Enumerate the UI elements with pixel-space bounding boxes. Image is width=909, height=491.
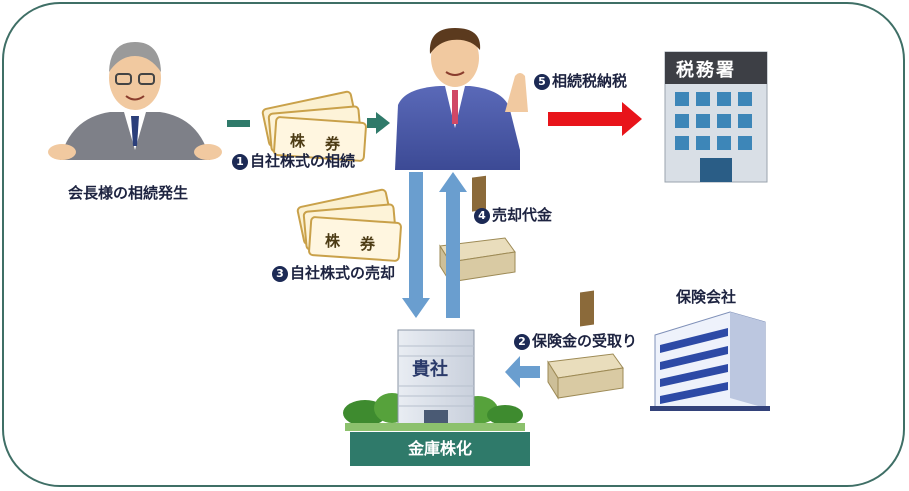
insurer-label: 保険会社 [676,288,737,306]
insurance-arrow [505,356,540,388]
heir-figure-icon [395,28,528,170]
sale-arrow-down [402,172,430,318]
tax-payment-arrow [548,102,642,136]
proceeds-arrow-up [439,172,467,318]
step3-badge: 3 [272,266,288,282]
step5-badge: 5 [534,74,550,90]
step2-badge: 2 [514,334,530,350]
stock-certificates-icon: 株 券 [296,188,402,262]
step4-badge: 4 [474,208,490,224]
treasury-stock-banner: 金庫株化 [350,432,530,466]
cash-bundle-icon [547,290,624,400]
company-sign: 貴社 [412,359,448,380]
chairman-figure-icon [48,42,222,160]
cert-char-ken: 券 [360,235,376,253]
cert-char-kabu: 株 [325,232,341,250]
step1-text: 自社株式の相続 [250,152,356,170]
step3-text: 自社株式の売却 [290,264,396,282]
company-building-icon [343,329,525,431]
inheritance-arrow [367,112,390,134]
step1-badge: 1 [232,154,248,170]
stock-certificates-icon: 株 券 [261,90,367,162]
cert-char-kabu: 株 [290,132,306,150]
tax-office-building-icon [664,51,768,183]
cert-char-ken: 券 [325,135,341,153]
insurance-company-building-icon [650,311,770,411]
step5-text: 相続税納税 [552,72,628,90]
chairman-label: 会長様の相続発生 [68,184,189,202]
step4-text: 売却代金 [492,206,553,224]
step2-text: 保険金の受取り [532,332,638,350]
teal-dash [227,120,250,127]
tax-office-sign: 税務署 [676,60,736,81]
